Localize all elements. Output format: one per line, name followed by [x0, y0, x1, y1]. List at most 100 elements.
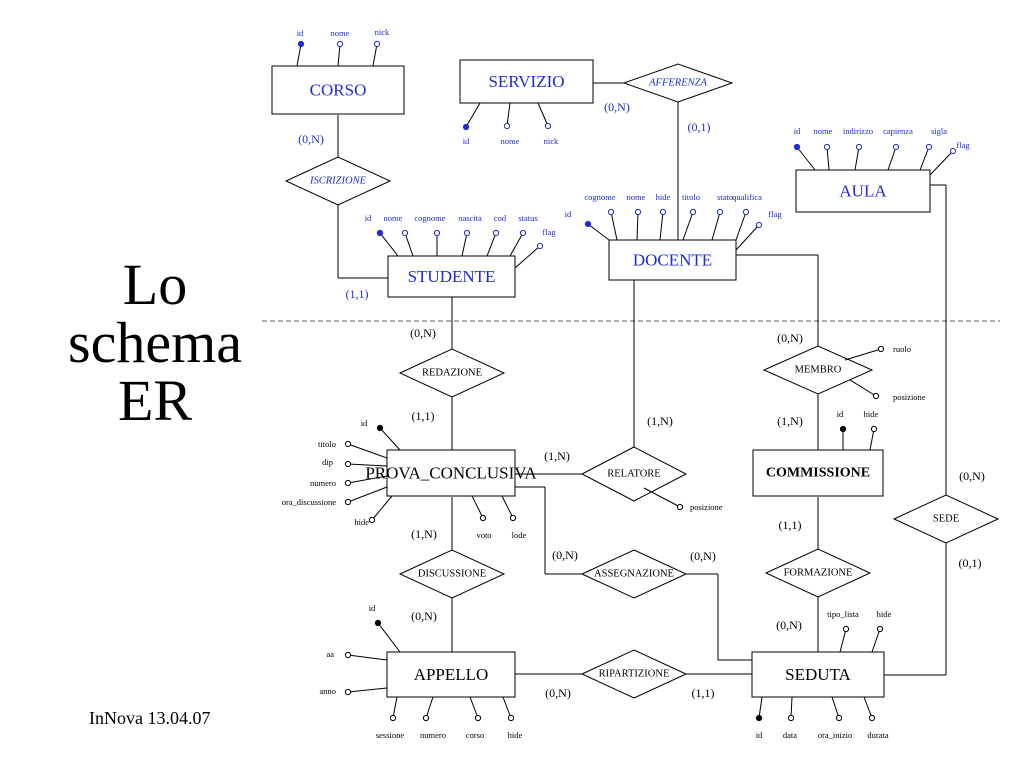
- attribute-link: [587, 223, 610, 241]
- attribute-dot: [876, 625, 884, 633]
- attribute-dot: [509, 514, 517, 522]
- attribute-dot: [925, 143, 933, 151]
- attribute-label-membro-ruolo: ruolo: [893, 344, 911, 354]
- attribute-link: [372, 43, 378, 67]
- entity-box-servizio: [459, 59, 594, 104]
- attribute-label-studente-status: status: [518, 213, 537, 223]
- attribute-link: [425, 696, 434, 719]
- relationship-diamond-formazione: [764, 548, 872, 598]
- attribute-dot: [892, 143, 900, 151]
- relationship-label-discussione: DISCUSSIONE: [418, 569, 486, 580]
- cardinality-label-appello-ripartizione: (0,N): [545, 686, 571, 700]
- attribute-link: [347, 475, 388, 484]
- attribute-dot: [373, 40, 381, 48]
- relationship-diamond-redazione: [398, 348, 506, 398]
- entity-label-seduta: SEDUTA: [785, 665, 851, 684]
- attribute-link: [377, 622, 401, 653]
- attribute-link: [537, 102, 549, 127]
- attribute-link: [379, 427, 401, 451]
- title-line-1: Lo: [122, 252, 188, 317]
- attribute-dot: [389, 714, 397, 722]
- attribute-link: [502, 696, 512, 719]
- attribute-label-prova-numero: numero: [310, 478, 336, 488]
- relationship-label-iscrizione: ISCRIZIONE: [309, 176, 367, 187]
- entity-box-studente: [387, 255, 516, 298]
- attribute-dot: [868, 714, 876, 722]
- attribute-dot: [742, 208, 750, 216]
- attribute-dot: [344, 651, 352, 659]
- entity-box-corso: [271, 65, 405, 115]
- cardinality-label-commissione-formazione: (1,1): [779, 518, 802, 532]
- attribute-dot: [336, 40, 344, 48]
- key-attribute-dot: [584, 220, 592, 228]
- attribute-dot: [659, 208, 667, 216]
- key-attribute-dot: [376, 229, 384, 237]
- entity-label-prova: PROVA_CONCLUSIVA: [365, 464, 537, 483]
- entity-label-servizio: SERVIZIO: [488, 72, 564, 91]
- attribute-label-seduta-ora_inizio: ora_inizio: [818, 730, 852, 740]
- relationship-label-membro: MEMBRO: [795, 365, 842, 376]
- attribute-link: [392, 696, 398, 719]
- relationship-diamond-ripartizione: [580, 649, 688, 699]
- attribute-label-servizio-id: id: [463, 136, 470, 146]
- attribute-link: [854, 146, 860, 171]
- relationship-label-assegnazione: ASSEGNAZIONE: [594, 569, 674, 580]
- attribute-label-docente-nome: nome: [627, 192, 646, 202]
- relationship-diamond-iscrizione: [284, 156, 392, 206]
- relationship-diamond-sede: [892, 494, 1000, 544]
- attribute-dot: [479, 514, 487, 522]
- attribute-label-prova-voto: voto: [476, 530, 491, 540]
- relationship-diamond-assegnazione: [580, 549, 688, 599]
- attribute-label-servizio-nick: nick: [544, 136, 559, 146]
- cardinality-label-docente-relatore: (1,N): [647, 414, 673, 428]
- attribute-link: [735, 224, 760, 251]
- attribute-label-corso-id: id: [297, 28, 304, 38]
- attribute-link: [514, 245, 541, 269]
- attribute-label-appello-id: id: [369, 603, 376, 613]
- attribute-label-prova-hide: hide: [354, 517, 369, 527]
- attribute-link: [659, 211, 664, 241]
- attribute-dot: [503, 122, 511, 130]
- attribute-dot: [877, 345, 885, 353]
- cardinality-label-servizio-afferenza: (0,N): [604, 100, 630, 114]
- cardinality-label-seduta-ripartizione: (1,1): [692, 686, 715, 700]
- attribute-label-appello-aa: aa: [326, 649, 334, 659]
- attribute-label-corso-nome: nome: [331, 28, 350, 38]
- attribute-link: [919, 146, 930, 171]
- cardinality-label-seduta-formazione: (0,N): [776, 618, 802, 632]
- attribute-dot: [344, 440, 352, 448]
- cardinality-label-docente-afferenza: (0,1): [688, 120, 711, 134]
- cardinality-label-seduta-sede: (0,1): [959, 556, 982, 570]
- attribute-label-studente-nome: nome: [384, 213, 403, 223]
- relationship-label-afferenza: AFFERENZA: [648, 78, 707, 89]
- attribute-dot: [949, 147, 957, 155]
- attribute-label-aula-flag: flag: [956, 140, 970, 150]
- title-line-2: schema: [68, 310, 242, 375]
- attribute-dot: [823, 143, 831, 151]
- entity-box-prova: [386, 449, 516, 497]
- attribute-label-seduta-id: id: [756, 730, 763, 740]
- attribute-label-prova-lode: lode: [512, 530, 527, 540]
- attribute-link: [758, 696, 763, 719]
- attribute-link: [471, 495, 484, 519]
- attribute-dot: [536, 242, 544, 250]
- relationship-label-sede: SEDE: [933, 514, 959, 525]
- key-attribute-dot: [839, 425, 847, 433]
- relationship-label-ripartizione: RIPARTIZIONE: [599, 669, 670, 680]
- attribute-link: [501, 495, 514, 519]
- attribute-label-prova-dip: dip: [322, 457, 333, 467]
- attribute-link: [790, 696, 793, 719]
- title-line-3: ER: [117, 368, 193, 433]
- attribute-dot: [492, 229, 500, 237]
- key-attribute-dot: [376, 424, 384, 432]
- cardinality-label-prova-assegnazione: (0,N): [552, 548, 578, 562]
- entity-label-appello: APPELLO: [414, 665, 489, 684]
- attribute-label-commissione-id: id: [837, 409, 844, 419]
- relationship-label-redazione: REDAZIONE: [422, 368, 482, 379]
- attribute-dot: [463, 229, 471, 237]
- entity-box-commissione: [752, 449, 884, 497]
- attribute-link: [347, 443, 388, 459]
- attribute-link: [371, 495, 393, 521]
- attribute-label-aula-sigla: sigla: [931, 126, 947, 136]
